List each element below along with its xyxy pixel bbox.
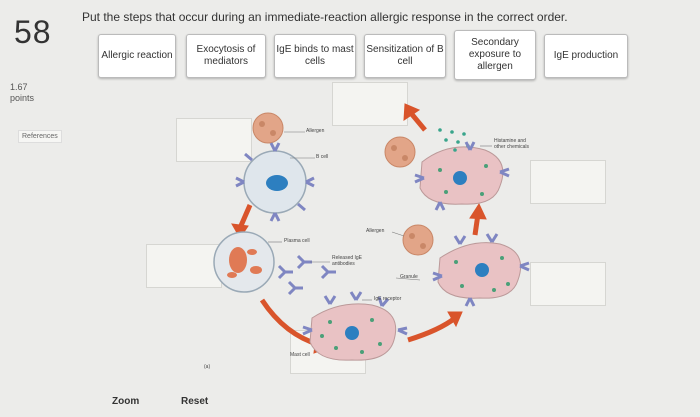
drop-zone-4[interactable] <box>146 244 222 288</box>
question-prompt: Put the steps that occur during an immed… <box>82 10 568 24</box>
label-plasma-cell: Plasma cell <box>284 238 310 244</box>
drop-zone-3[interactable] <box>530 160 606 204</box>
label-panel-letter: (a) <box>204 364 211 370</box>
choice-allergic-reaction[interactable]: Allergic reaction <box>98 34 176 78</box>
label-released-ige: Released IgE antibodies <box>332 255 363 267</box>
drop-zone-5[interactable] <box>530 262 606 306</box>
allergen-particle-upper <box>384 136 416 168</box>
mast-cell-right <box>432 233 530 307</box>
label-allergen-right: Allergen <box>366 228 385 234</box>
label-b-cell: B cell <box>316 154 329 160</box>
label-allergen-top: Allergen <box>306 128 325 134</box>
mast-cell-bottom <box>302 291 408 361</box>
label-ige-receptor: IgE receptor <box>374 296 402 302</box>
points-value: 1.67 <box>10 82 28 92</box>
drop-zone-1[interactable] <box>176 118 252 162</box>
question-number: 58 <box>14 14 52 50</box>
plasma-cell <box>213 231 275 293</box>
allergen-particle-top <box>252 112 284 144</box>
points-block: 1.67 points <box>10 82 34 104</box>
points-label: points <box>10 93 35 103</box>
allergen-particle-right <box>402 224 434 256</box>
label-histamine: Histamine and other chemicals <box>494 138 530 150</box>
choice-secondary-exposure[interactable]: Secondary exposure to allergen <box>454 30 536 80</box>
b-cell <box>235 142 315 222</box>
zoom-button[interactable]: Zoom <box>112 396 140 407</box>
choice-sensitization-b-cell[interactable]: Sensitization of B cell <box>364 34 446 78</box>
choice-ige-binds-mast-cells[interactable]: IgE binds to mast cells <box>274 34 356 78</box>
choice-ige-production[interactable]: IgE production <box>544 34 628 78</box>
label-mast-cell: Mast cell <box>290 352 310 358</box>
leader-lines <box>268 131 492 301</box>
drop-zone-2[interactable] <box>332 82 408 126</box>
reset-button[interactable]: Reset <box>181 396 209 407</box>
mast-cell-degranulating <box>414 128 510 211</box>
references-button[interactable]: References <box>18 130 62 143</box>
choice-exocytosis-of-mediators[interactable]: Exocytosis of mediators <box>186 34 266 78</box>
label-granule: Granule <box>400 274 418 280</box>
